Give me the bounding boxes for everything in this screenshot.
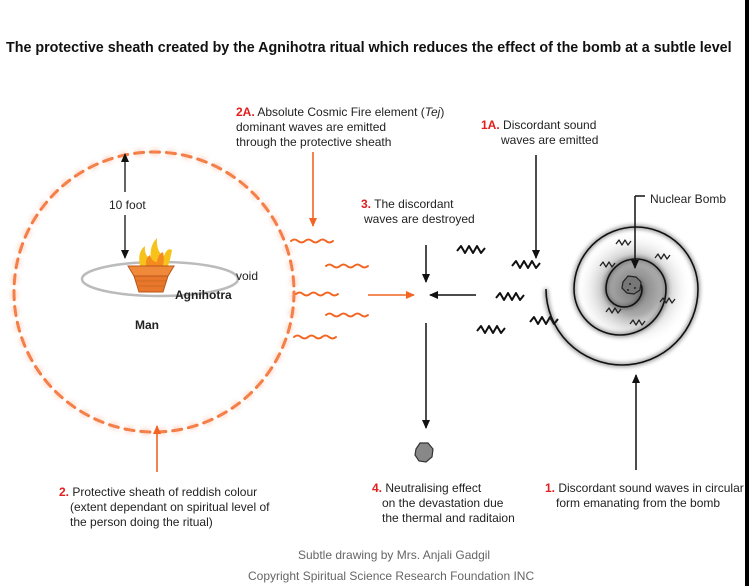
callout-1a: 1A. Discordant sound waves are emitted — [481, 118, 599, 147]
callout-2: 2. Protective sheath of reddish colour (… — [59, 485, 270, 529]
discordant-sound-waves — [456, 245, 559, 334]
neutralised-rock-icon — [414, 442, 434, 463]
callout-4: 4. Neutralising effect on the devastatio… — [372, 481, 515, 525]
bomb-rock-icon — [621, 275, 642, 295]
diagram-title: The protective sheath created by the Agn… — [6, 40, 732, 56]
ten-foot-label: 10 foot — [109, 198, 146, 212]
void-label: void — [236, 269, 259, 283]
right-edge-bar — [745, 0, 749, 586]
callout-2a: 2A. Absolute Cosmic Fire element (Tej) d… — [236, 105, 445, 149]
agnihotra-fire-icon — [127, 238, 175, 293]
nuclear-bomb-label: Nuclear Bomb — [650, 192, 727, 206]
credit-drawing: Subtle drawing by Mrs. Anjali Gadgil — [298, 548, 491, 562]
agnihotra-label: Agnihotra — [175, 288, 232, 302]
fire-element-waves — [290, 238, 369, 340]
nuclear-bomb-spiral — [544, 225, 700, 367]
man-label: Man — [135, 318, 159, 332]
callout-3: 3. The discordant waves are destroyed — [361, 197, 475, 226]
callout-1: 1. Discordant sound waves in circular fo… — [545, 481, 744, 510]
credit-copyright: Copyright Spiritual Science Research Fou… — [248, 569, 535, 583]
